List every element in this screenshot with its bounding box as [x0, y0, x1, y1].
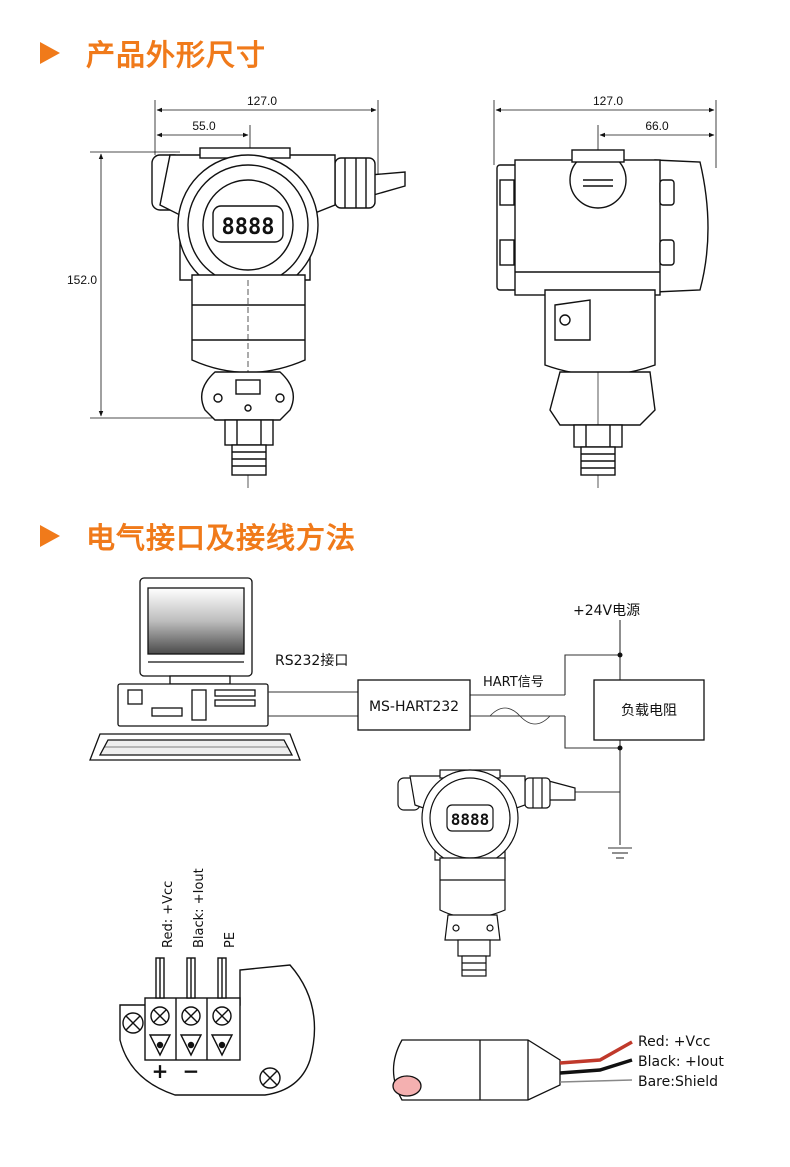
hart-signal-label: HART信号 — [483, 675, 544, 690]
front-view-dimensions — [90, 100, 379, 419]
hart-converter-box — [357, 679, 471, 731]
terminal-black-label: Black: +Iout — [192, 868, 207, 948]
load-resistor-label: 负载电阻 — [621, 703, 677, 719]
cable-illustration — [392, 1039, 561, 1101]
side-width-dimension: 127.0 — [593, 94, 623, 108]
terminal-red-label: Red: +Vcc — [161, 881, 176, 948]
junction-dot — [617, 745, 623, 751]
section-title-dimensions-text: 产品外形尺寸 — [86, 38, 267, 72]
cable-red-wire — [559, 1040, 633, 1065]
wiring-lines — [268, 620, 632, 859]
junction-dot — [617, 652, 623, 658]
section-arrow-icon — [40, 42, 60, 64]
terminal-minus-sign: − — [183, 1059, 200, 1083]
cable-bare-label: Bare:Shield — [638, 1074, 718, 1090]
side-view-dimensions — [493, 100, 717, 168]
front-height-dimension: 152.0 — [67, 273, 97, 287]
section-title-wiring-text: 电气接口及接线方法 — [86, 521, 357, 555]
side-view-transmitter — [496, 149, 709, 488]
terminal-block — [119, 957, 316, 1096]
wiring-display-digits: 8888 — [451, 810, 490, 829]
side-offset-dimension: 66.0 — [645, 119, 669, 133]
terminal-pe-label: PE — [223, 932, 238, 948]
rs232-label: RS232接口 — [275, 652, 348, 669]
section-arrow-icon — [40, 525, 60, 547]
front-offset-dimension: 55.0 — [192, 119, 216, 133]
load-resistor-box — [593, 679, 705, 741]
section-title-dimensions: 产品外形尺寸 — [40, 32, 266, 74]
hart-converter-label: MS-HART232 — [369, 699, 459, 715]
front-display-digits: 8888 — [222, 215, 275, 240]
computer-illustration — [89, 577, 301, 761]
cable-bare-wire — [559, 1079, 633, 1083]
cable-black-label: Black: +Iout — [638, 1054, 724, 1070]
terminal-plus-sign: + — [152, 1059, 169, 1083]
section-title-wiring: 电气接口及接线方法 — [40, 515, 356, 557]
front-view-transmitter — [151, 147, 406, 488]
wiring-transmitter — [397, 769, 576, 977]
front-width-dimension: 127.0 — [247, 94, 277, 108]
cable-red-label: Red: +Vcc — [638, 1034, 710, 1050]
cable-black-wire — [559, 1058, 633, 1075]
power-supply-label: +24V电源 — [573, 603, 640, 619]
